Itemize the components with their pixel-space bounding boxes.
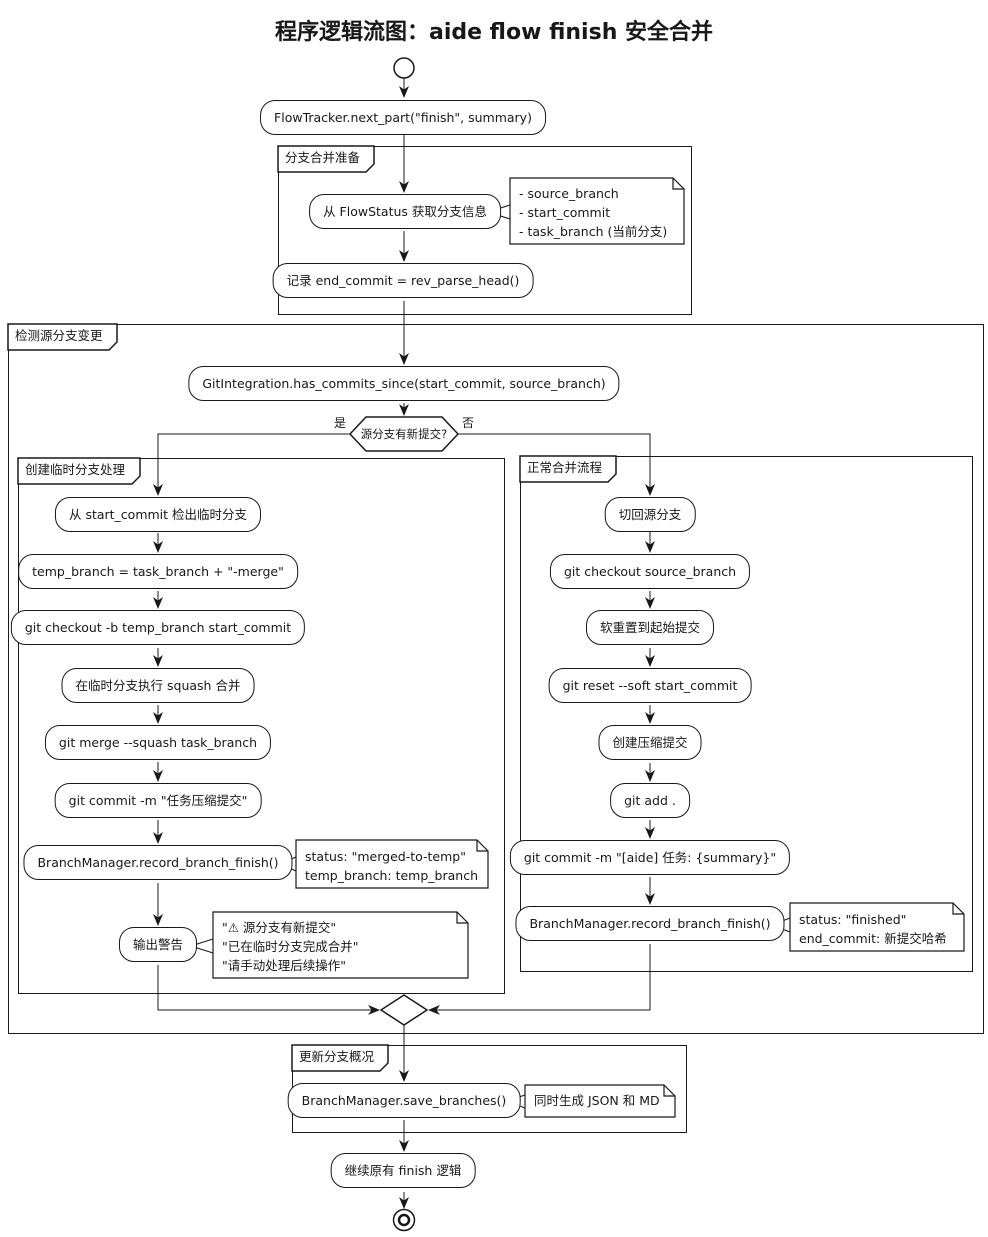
tab-temp-branch	[17, 457, 141, 485]
merge-diamond	[379, 994, 429, 1026]
tab-update-overview	[291, 1044, 389, 1072]
activity-continue-finish: 继续原有 finish 逻辑	[330, 1153, 476, 1188]
note-line: - source_branch	[519, 186, 619, 201]
activity-get-branch-info: 从 FlowStatus 获取分支信息	[309, 194, 501, 229]
note-line: status: "finished"	[799, 912, 907, 927]
partition-prepare	[278, 146, 692, 315]
activity-soft-reset: 软重置到起始提交	[585, 610, 715, 645]
activity-output-warning: 输出警告	[118, 927, 198, 962]
activity-has-commits-since: GitIntegration.has_commits_since(start_c…	[188, 366, 620, 401]
partition-update-overview-label: 更新分支概况	[299, 1049, 375, 1064]
decision-hexagon	[348, 416, 460, 452]
note-save-output-shape	[524, 1084, 676, 1118]
activity-record-branch-finish-temp: BranchManager.record_branch_finish()	[23, 845, 293, 880]
note-save-output: 同时生成 JSON 和 MD	[525, 1087, 675, 1114]
note-finished-shape	[789, 902, 965, 952]
diagram-title: 程序逻辑流图：aide flow finish 安全合并	[274, 20, 714, 45]
note-line: - task_branch (当前分支)	[519, 224, 668, 239]
activity-switch-back-source: 切回源分支	[604, 497, 696, 532]
note-merged-to-temp: status: "merged-to-temp" temp_branch: te…	[296, 843, 488, 889]
start-node	[393, 57, 415, 79]
partition-temp-branch-label: 创建临时分支处理	[25, 462, 126, 477]
partition-prepare-label: 分支合并准备	[285, 150, 361, 165]
note-line: "已在临时分支完成合并"	[222, 939, 359, 954]
activity-record-branch-finish-normal: BranchManager.record_branch_finish()	[515, 906, 785, 941]
activity-git-commit-squash: git commit -m "任务压缩提交"	[54, 783, 262, 818]
activity-save-branches: BranchManager.save_branches()	[287, 1083, 521, 1118]
activity-git-commit-aide: git commit -m "[aide] 任务: {summary}"	[509, 840, 791, 875]
activity-git-checkout-b: git checkout -b temp_branch start_commit	[10, 610, 306, 645]
activity-git-merge-squash: git merge --squash task_branch	[44, 725, 272, 760]
end-node-inner	[397, 1213, 411, 1227]
note-finished: status: "finished" end_commit: 新提交哈希	[790, 906, 964, 952]
activity-git-reset-soft: git reset --soft start_commit	[548, 668, 752, 703]
activity-checkout-temp-from-start: 从 start_commit 检出临时分支	[54, 497, 262, 532]
note-line: "请手动处理后续操作"	[222, 958, 346, 973]
activity-git-checkout-source: git checkout source_branch	[549, 554, 751, 589]
note-merged-to-temp-shape	[295, 839, 489, 889]
note-line: temp_branch: temp_branch	[305, 868, 478, 883]
note-line: end_commit: 新提交哈希	[799, 931, 947, 946]
tab-normal-merge	[519, 455, 617, 483]
activity-record-end-commit: 记录 end_commit = rev_parse_head()	[272, 263, 534, 298]
note-warning: "⚠ 源分支有新提交" "已在临时分支完成合并" "请手动处理后续操作"	[213, 914, 468, 979]
partition-normal-merge-label: 正常合并流程	[527, 460, 603, 475]
activity-temp-branch-name: temp_branch = task_branch + "-merge"	[18, 554, 298, 589]
note-line: status: "merged-to-temp"	[305, 849, 466, 864]
tab-prepare	[277, 145, 375, 173]
partition-normal-merge	[520, 456, 973, 972]
activity-git-add: git add .	[610, 783, 690, 818]
activity-squash-on-temp: 在临时分支执行 squash 合并	[61, 668, 255, 703]
note-line: "⚠ 源分支有新提交"	[222, 920, 337, 935]
note-line: - start_commit	[519, 205, 611, 220]
activity-create-squash-commit: 创建压缩提交	[598, 725, 702, 760]
decision-no-label: 否	[462, 416, 475, 430]
partition-detect	[8, 324, 984, 1034]
note-line: 同时生成 JSON 和 MD	[534, 1093, 660, 1108]
decision-question: 源分支有新提交?	[360, 427, 448, 441]
activity-flowtracker-next-part: FlowTracker.next_part("finish", summary)	[260, 100, 546, 135]
tab-detect	[7, 323, 118, 351]
note-branch-info-shape	[509, 177, 685, 245]
note-warning-shape	[212, 911, 469, 979]
partition-detect-label: 检测源分支变更	[15, 328, 103, 343]
partition-temp-branch	[18, 458, 505, 994]
decision-yes-label: 是	[333, 416, 346, 430]
note-branch-info: - source_branch - start_commit - task_br…	[510, 180, 684, 245]
